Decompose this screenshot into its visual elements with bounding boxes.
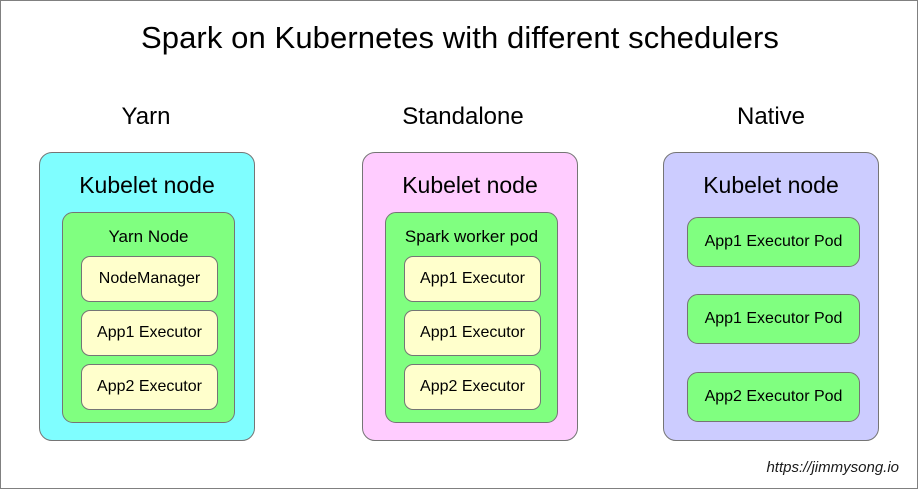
kubelet-node-title: Kubelet node [703,172,839,198]
pod-label: App1 Executor [420,324,525,341]
pod-label: App2 Executor [97,378,202,395]
column-label-standalone: Standalone [402,103,524,130]
yarn-node-container: Yarn Node NodeManager App1 Executor App2… [62,212,235,423]
pod-app2-executor-pod: App2 Executor Pod [687,372,860,422]
pod-label: App1 Executor Pod [704,233,843,250]
page-title: Spark on Kubernetes with different sched… [140,20,780,55]
pod-label: App2 Executor [420,378,525,395]
kubelet-node-native: Kubelet node App1 Executor Pod App1 Exec… [663,152,879,441]
pod-app2-executor: App2 Executor [404,364,541,410]
pod-app1-executor-pod: App1 Executor Pod [687,294,860,344]
pod-label: App1 Executor Pod [704,310,843,327]
kubelet-node-yarn: Kubelet node Yarn Node NodeManager App1 … [39,152,255,441]
pod-label: NodeManager [98,270,201,287]
pod-label: App2 Executor Pod [704,388,843,405]
pod-label: App1 Executor [97,324,202,341]
kubelet-node-standalone: Kubelet node Spark worker pod App1 Execu… [362,152,578,441]
column-label-yarn: Yarn [121,103,171,130]
kubelet-node-title: Kubelet node [402,172,538,198]
pod-app1-executor: App1 Executor [81,310,218,356]
pod-app1-executor: App1 Executor [404,310,541,356]
yarn-node-title: Yarn Node [108,227,189,246]
pod-nodemanager: NodeManager [81,256,218,302]
pod-app1-executor-pod: App1 Executor Pod [687,217,860,267]
column-label-native: Native [736,103,806,130]
kubelet-node-title: Kubelet node [79,172,215,198]
spark-worker-pod-container: Spark worker pod App1 Executor App1 Exec… [385,212,558,423]
spark-worker-pod-title: Spark worker pod [404,227,539,246]
watermark: https://jimmysong.io [766,459,899,476]
pod-app1-executor: App1 Executor [404,256,541,302]
pod-app2-executor: App2 Executor [81,364,218,410]
pod-label: App1 Executor [420,270,525,287]
